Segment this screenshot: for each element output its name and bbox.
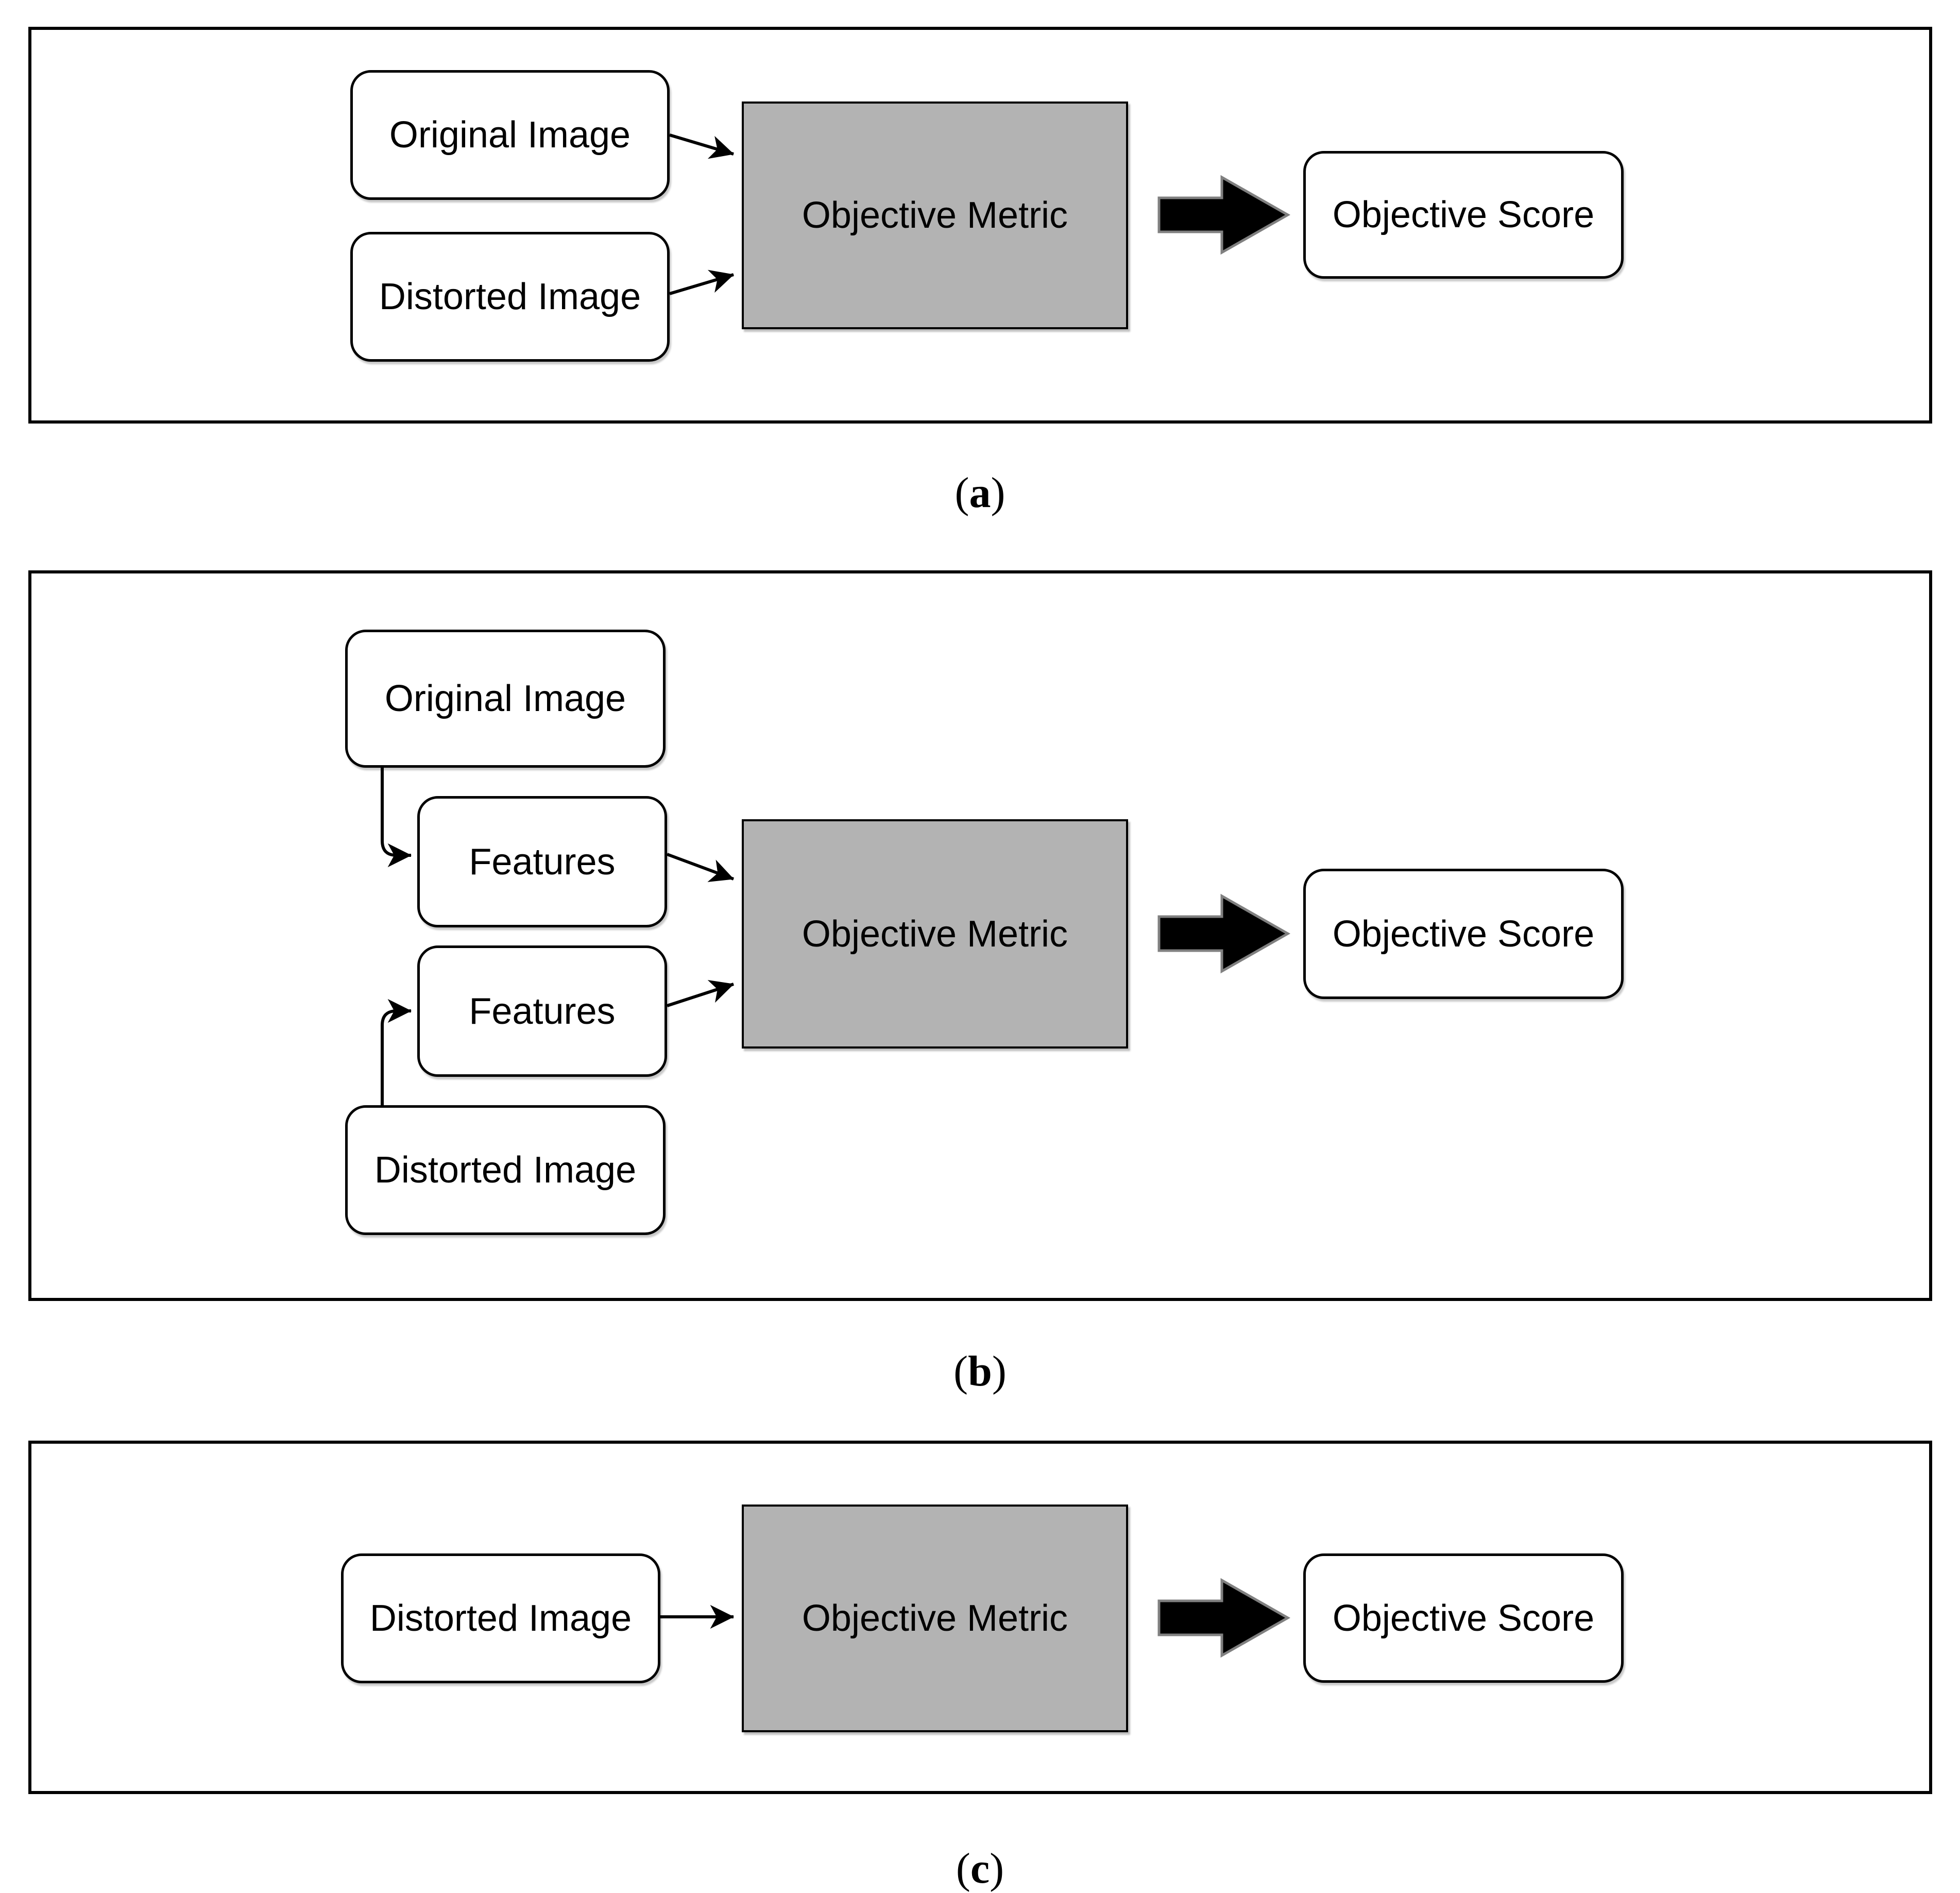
box-objective-metric-b: Objective Metric bbox=[742, 819, 1128, 1049]
box-label: Distorted Image bbox=[369, 1598, 632, 1639]
panel-caption-a: (a) bbox=[0, 471, 1960, 515]
caption-letter: a bbox=[969, 469, 991, 517]
caption-paren-open: ( bbox=[953, 1347, 968, 1395]
box-label: Distorted Image bbox=[379, 276, 641, 317]
panel-caption-c: (c) bbox=[0, 1847, 1960, 1890]
box-features-top-b: Features bbox=[417, 796, 667, 927]
box-label: Original Image bbox=[389, 114, 631, 156]
box-label: Objective Metric bbox=[802, 913, 1068, 955]
box-distorted-image-b: Distorted Image bbox=[345, 1105, 666, 1235]
caption-letter: b bbox=[968, 1347, 992, 1395]
box-objective-metric-a: Objective Metric bbox=[742, 102, 1128, 329]
box-distorted-image-a: Distorted Image bbox=[350, 232, 670, 362]
box-features-bottom-b: Features bbox=[417, 945, 667, 1077]
box-label: Objective Score bbox=[1332, 1597, 1595, 1639]
caption-paren-close: ) bbox=[990, 1845, 1004, 1892]
caption-paren-open: ( bbox=[955, 469, 969, 517]
box-label: Objective Score bbox=[1332, 913, 1595, 955]
box-label: Original Image bbox=[384, 678, 626, 719]
box-label: Objective Metric bbox=[802, 195, 1068, 236]
box-distorted-image-c: Distorted Image bbox=[341, 1553, 660, 1683]
box-label: Objective Metric bbox=[802, 1598, 1068, 1639]
caption-letter: c bbox=[970, 1845, 990, 1892]
box-label: Features bbox=[469, 841, 616, 883]
box-objective-score-a: Objective Score bbox=[1303, 151, 1624, 279]
panel-caption-b: (b) bbox=[0, 1350, 1960, 1393]
box-original-image-b: Original Image bbox=[345, 630, 666, 768]
box-label: Features bbox=[469, 990, 616, 1032]
caption-paren-close: ) bbox=[992, 1347, 1007, 1395]
box-objective-score-b: Objective Score bbox=[1303, 869, 1624, 999]
caption-paren-open: ( bbox=[956, 1845, 970, 1892]
box-label: Objective Score bbox=[1332, 194, 1595, 235]
caption-paren-close: ) bbox=[991, 469, 1005, 517]
box-objective-metric-c: Objective Metric bbox=[742, 1505, 1128, 1732]
box-objective-score-c: Objective Score bbox=[1303, 1553, 1624, 1683]
box-original-image-a: Original Image bbox=[350, 70, 670, 200]
box-label: Distorted Image bbox=[374, 1150, 637, 1191]
